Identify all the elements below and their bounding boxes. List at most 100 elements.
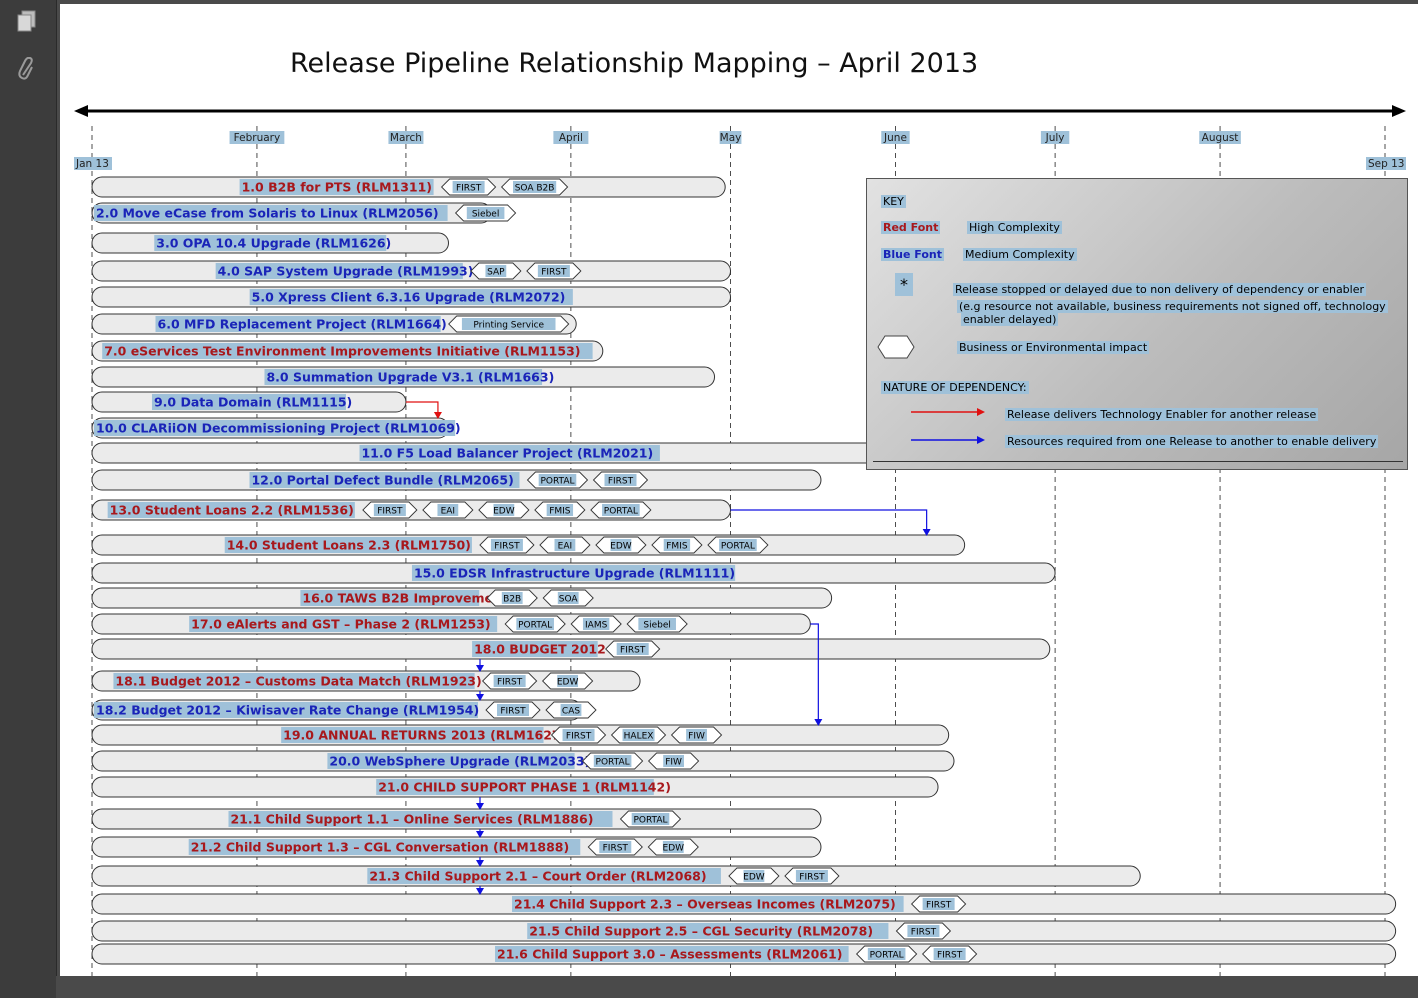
release-label-bg <box>94 420 456 436</box>
tag-label: PORTAL <box>721 542 755 552</box>
key-high-complexity: High Complexity <box>967 221 1062 234</box>
release-label: 21.4 Child Support 2.3 – Overseas Income… <box>514 897 896 912</box>
tag-label-bg <box>554 539 576 551</box>
tag-label-bg <box>602 504 640 516</box>
tag-label: Printing Service <box>473 321 544 331</box>
tag-label: SOA B2B <box>515 184 555 194</box>
timeline-right-arrow-icon <box>1392 105 1406 117</box>
release-label: 18.2 Budget 2012 – Kiwisaver Rate Change… <box>96 703 479 718</box>
release-label: 18.0 BUDGET 2012 <box>474 642 606 657</box>
tag-label-bg <box>516 618 554 630</box>
tag-label: FIRST <box>377 507 403 517</box>
paperclip-icon[interactable] <box>12 54 42 84</box>
arrowhead-icon <box>922 529 931 536</box>
tag-label-bg <box>610 539 632 551</box>
tag-label-bg <box>599 841 632 853</box>
arrowhead-icon <box>814 719 823 726</box>
release-label: 21.5 Child Support 2.5 – CGL Security (R… <box>529 924 873 939</box>
tag-label-bg <box>493 504 515 516</box>
release-label-bg <box>94 205 448 221</box>
month-label: March <box>390 132 422 144</box>
tag-label-bg <box>582 618 610 630</box>
hexagon-icon <box>877 335 915 359</box>
month-label-bg <box>1199 131 1241 144</box>
month-label-bg <box>881 131 910 144</box>
tag-label: EDW <box>557 678 579 688</box>
tag-label-bg <box>562 729 595 741</box>
release-label: 17.0 eAlerts and GST – Phase 2 (RLM1253) <box>191 617 490 632</box>
release-label-bg <box>154 235 387 251</box>
release-label: 6.0 MFD Replacement Project (RLM1664) <box>158 317 447 332</box>
tag-label: EDW <box>663 844 685 854</box>
release-label-bg <box>411 565 736 581</box>
tag-label: EAI <box>441 507 456 517</box>
end-label-bg <box>1366 157 1406 170</box>
release-label-bg <box>155 316 441 332</box>
tag-label-bg <box>907 925 940 937</box>
tag-label-bg <box>560 704 582 716</box>
tag-label: FIRST <box>500 707 526 717</box>
tag-label-bg <box>604 474 637 486</box>
timeline-left-arrow-icon <box>74 105 88 117</box>
month-label: August <box>1202 132 1239 144</box>
tag-label-bg <box>512 181 557 193</box>
tag-label-bg <box>490 539 523 551</box>
tag-label-bg <box>437 504 459 516</box>
release-label-bg <box>94 702 478 718</box>
tag-label-bg <box>538 474 577 486</box>
tag-label: CAS <box>562 707 580 717</box>
tag-label-bg <box>743 870 765 882</box>
timeline-end-label: Sep 13 <box>1368 158 1405 170</box>
tag-label: B2B <box>503 595 521 605</box>
arrowhead-icon <box>433 412 442 419</box>
release-label-bg <box>113 673 475 689</box>
arrowhead-icon <box>476 665 484 672</box>
tag-label: PORTAL <box>633 816 667 826</box>
page-title: Release Pipeline Relationship Mapping – … <box>290 48 979 79</box>
tag-label: PORTAL <box>518 621 552 631</box>
tag-label-bg <box>867 948 906 960</box>
arrowhead-icon <box>476 860 484 867</box>
release-label-bg <box>107 502 355 518</box>
tag-label-bg <box>622 729 655 741</box>
key-red-arrow-text: Release delivers Technology Enabler for … <box>1005 408 1319 421</box>
release-label: 20.0 WebSphere Upgrade (RLM2033) <box>329 754 590 769</box>
bottom-bar <box>56 976 1418 998</box>
key-stopped-line2: (e.g resource not available, business re… <box>957 300 1388 313</box>
tag-label: SAP <box>487 268 505 278</box>
start-label-bg <box>74 157 112 170</box>
tag-label-bg <box>638 618 676 630</box>
tag-label: FIW <box>688 732 705 742</box>
tag-label-bg <box>497 704 529 716</box>
release-label-bg <box>151 394 346 410</box>
timeline-start-label: Jan 13 <box>75 158 109 170</box>
release-label: 16.0 TAWS B2B Improveme <box>302 591 493 606</box>
key-stopped-line3: enabler delayed) <box>961 313 1059 326</box>
pages-icon[interactable] <box>12 6 42 36</box>
release-label-bg <box>512 896 904 912</box>
key-blue-font: Blue Font <box>881 248 944 261</box>
tag-label-bg <box>546 504 574 516</box>
tag-label-bg <box>501 592 523 604</box>
tag-label-bg <box>373 504 406 516</box>
release-label: 4.0 SAP System Upgrade (RLM1993) <box>218 264 474 279</box>
release-label: 2.0 Move eCase from Solaris to Linux (RL… <box>96 206 439 221</box>
release-label-bg <box>472 641 598 657</box>
release-label: 12.0 Portal Defect Bundle (RLM2065) <box>251 473 513 488</box>
tag-label-bg <box>663 755 684 767</box>
tag-label: FIRST <box>541 268 567 278</box>
tag-label-bg <box>557 675 579 687</box>
release-label-bg <box>188 839 581 855</box>
release-label-bg <box>527 923 889 939</box>
tag-label: EDW <box>743 873 765 883</box>
key-blue-arrow-text: Resources required from one Release to a… <box>1005 435 1379 448</box>
release-label: 21.0 CHILD SUPPORT PHASE 1 (RLM1142) <box>378 780 671 795</box>
release-label-bg <box>495 946 849 962</box>
tag-label-bg <box>663 539 691 551</box>
red-arrow-icon <box>911 408 985 416</box>
key-divider <box>873 461 1403 462</box>
tag-label: EDW <box>610 542 632 552</box>
release-label: 15.0 EDSR Infrastructure Upgrade (RLM111… <box>414 566 735 581</box>
release-label-bg <box>249 289 573 305</box>
